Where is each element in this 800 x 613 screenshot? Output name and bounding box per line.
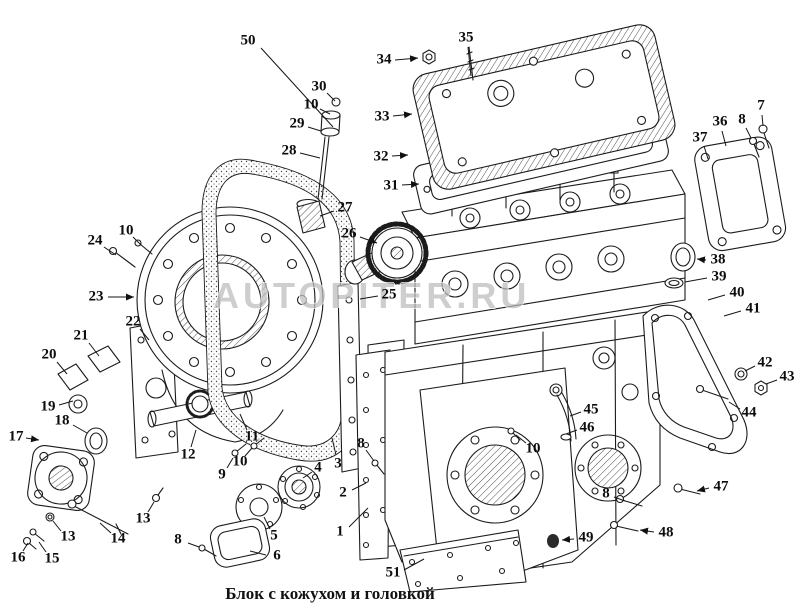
leader-line-15 — [38, 541, 47, 553]
leader-line-41 — [723, 310, 742, 317]
exhaust-gasket — [694, 136, 787, 252]
leader-line-8 — [365, 449, 375, 462]
bottom-plate — [399, 529, 527, 593]
leader-line-8 — [187, 542, 200, 548]
leader-line-10 — [319, 108, 331, 115]
leader-line-39 — [684, 277, 708, 283]
lower-front-cover — [419, 367, 579, 579]
bolts-bottom-right — [547, 483, 701, 548]
washer-nut-stud — [695, 367, 768, 400]
leader-line-10 — [515, 434, 527, 444]
leader-line-14 — [99, 522, 112, 534]
leader-line-35 — [467, 46, 472, 77]
side-hatch-cover — [642, 304, 748, 454]
leader-line-8 — [613, 496, 626, 502]
leader-line-30 — [326, 92, 336, 102]
leader-line-19 — [58, 400, 74, 406]
leader-line-2 — [351, 482, 367, 491]
diagram-caption: Блок с кожухом и головкой — [225, 584, 435, 603]
bolts-top-right — [748, 124, 770, 158]
leader-line-32 — [391, 152, 409, 159]
leader-line-10 — [244, 447, 253, 457]
bearing-cage-covers — [198, 465, 321, 568]
leader-line-13 — [52, 520, 62, 532]
leader-line-3 — [331, 437, 337, 456]
leader-line-1 — [348, 507, 369, 528]
leader-line-24 — [103, 246, 117, 256]
leader-line-18 — [72, 424, 88, 434]
leader-line-6 — [249, 550, 267, 556]
leader-line-47 — [696, 485, 710, 493]
cylinder-head — [401, 167, 686, 345]
leader-line-26 — [359, 236, 378, 244]
leader-line-8 — [745, 127, 752, 139]
leader-line-48 — [639, 527, 655, 535]
leader-line-20 — [56, 361, 68, 375]
leader-line-40 — [707, 294, 726, 301]
oil-dipstick — [549, 383, 577, 442]
leader-line-7 — [761, 114, 764, 127]
leader-line-29 — [307, 126, 322, 132]
leader-line-27 — [319, 210, 335, 217]
leader-line-16 — [22, 542, 29, 552]
leader-line-45 — [569, 411, 582, 417]
leader-line-13 — [147, 501, 155, 513]
leader-line-36 — [721, 130, 727, 147]
leader-line-10 — [132, 236, 142, 246]
leader-line-5 — [263, 516, 271, 530]
cover-nut-and-stud — [422, 46, 475, 81]
leader-line-49 — [561, 535, 575, 543]
leader-line-51 — [403, 558, 425, 571]
bolts-mid — [231, 427, 521, 475]
leader-line-42 — [744, 365, 756, 372]
leader-line-50 — [260, 47, 334, 128]
leader-line-4 — [302, 471, 313, 479]
valve-cover — [412, 24, 676, 190]
leader-line-44 — [728, 401, 741, 410]
leader-line-21 — [88, 342, 100, 357]
leader-line-38 — [696, 256, 707, 264]
leader-line-28 — [299, 152, 321, 159]
leader-line-11 — [239, 413, 248, 431]
cup-plug — [664, 242, 696, 289]
flywheel-housing — [136, 206, 324, 443]
leader-line-37 — [703, 145, 709, 160]
leader-line-17 — [25, 435, 40, 443]
leader-line-9 — [226, 457, 234, 469]
leader-line-34 — [394, 55, 419, 63]
leader-line-46 — [565, 429, 578, 435]
leader-line-33 — [392, 111, 413, 119]
leader-line-12 — [190, 429, 197, 448]
leader-line-43 — [765, 379, 778, 385]
bolts-bottom-left — [22, 487, 164, 550]
leader-line-25 — [359, 295, 379, 300]
timing-gear — [344, 221, 429, 285]
leader-line-22 — [139, 328, 150, 341]
leader-line-31 — [401, 180, 420, 188]
pto-flange-parts — [27, 345, 121, 512]
bolts-upper-left — [108, 239, 153, 268]
